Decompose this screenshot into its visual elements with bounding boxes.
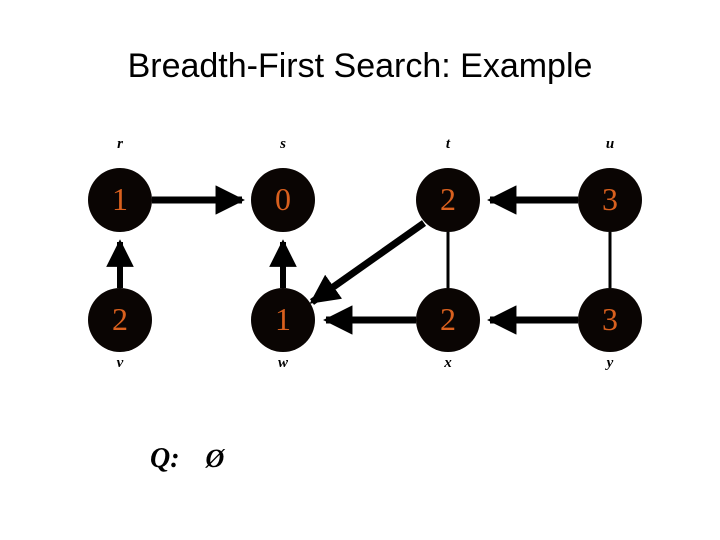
edge-layer — [106, 185, 612, 335]
node-value-x: 2 — [440, 301, 456, 337]
graph-node-s[interactable]: 0 — [251, 168, 315, 232]
node-label-t: t — [445, 136, 451, 152]
node-value-v: 2 — [112, 301, 128, 337]
graph-node-u[interactable]: 3 — [578, 168, 642, 232]
node-label-v: v — [116, 355, 124, 371]
graph-node-t[interactable]: 2 — [416, 168, 480, 232]
node-value-u: 3 — [602, 181, 618, 217]
node-value-t: 2 — [440, 181, 456, 217]
node-label-s: s — [280, 136, 286, 152]
queue-display: Q: Ø — [150, 443, 224, 475]
node-value-s: 0 — [275, 181, 291, 217]
graph-node-x[interactable]: 2 — [416, 288, 480, 352]
node-label-y: y — [606, 355, 614, 371]
graph-node-r[interactable]: 1 — [88, 168, 152, 232]
node-label-w: w — [277, 355, 288, 371]
queue-contents: Ø — [205, 444, 225, 473]
queue-label: Q: — [150, 443, 180, 474]
graph-node-y[interactable]: 3 — [578, 288, 642, 352]
node-label-r: r — [117, 136, 123, 152]
graph-node-w[interactable]: 1 — [251, 288, 315, 352]
page-title: Breadth-First Search: Example — [127, 47, 593, 85]
node-value-y: 3 — [602, 301, 618, 337]
node-label-x: x — [444, 355, 452, 371]
graph-node-v[interactable]: 2 — [88, 288, 152, 352]
edge-t-to-w — [309, 220, 427, 305]
node-value-w: 1 — [275, 301, 291, 337]
node-label-u: u — [605, 136, 615, 152]
node-value-r: 1 — [112, 181, 128, 217]
